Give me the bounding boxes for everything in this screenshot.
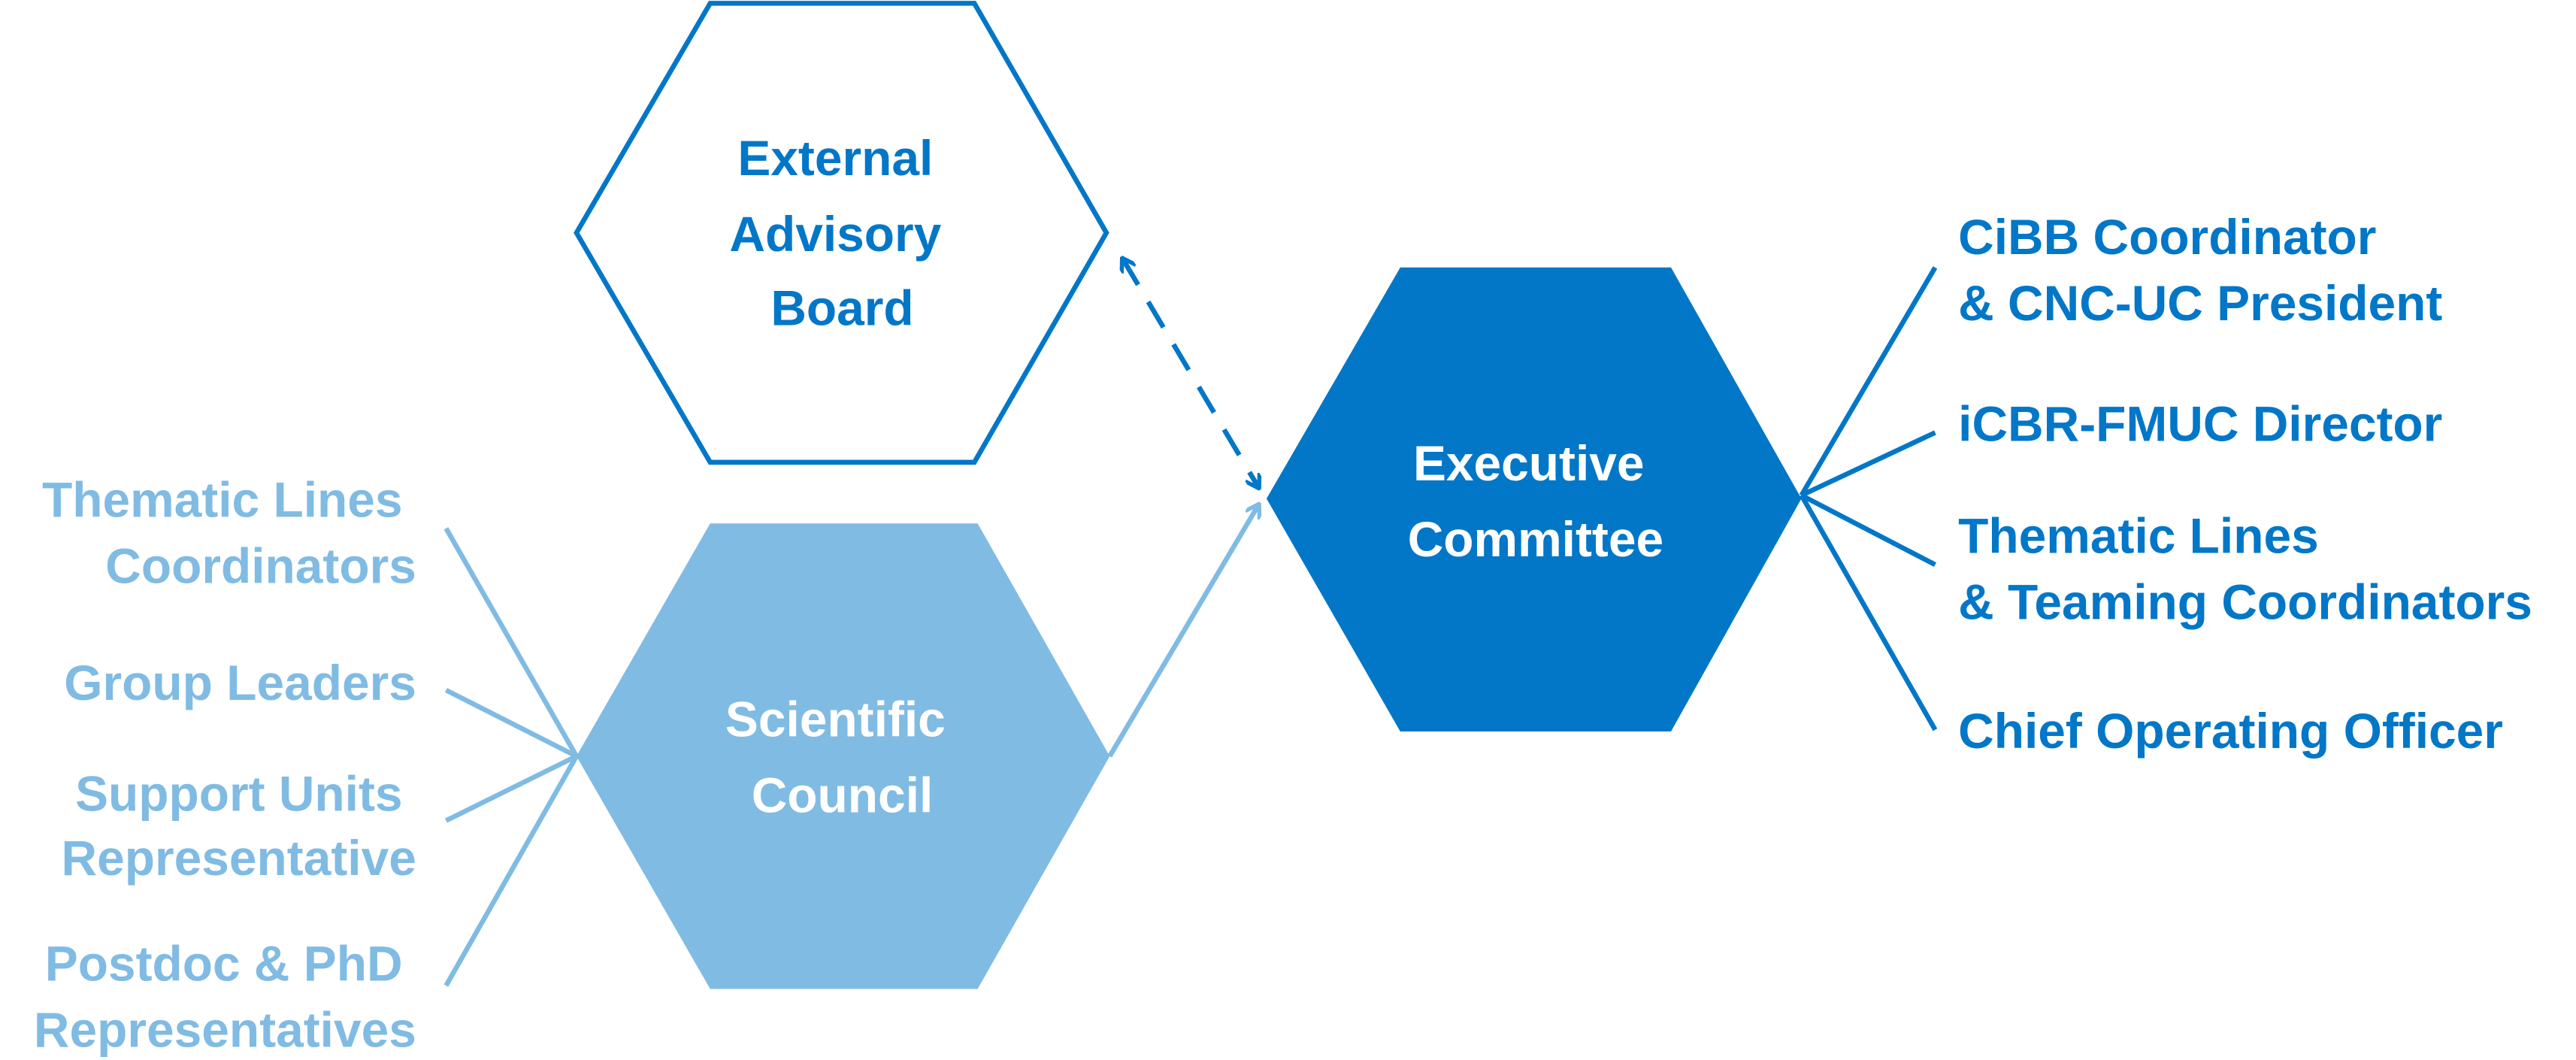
scientific-council-connectors (443, 527, 579, 987)
member-label-thematic-teaming: Thematic Lines & Teaming Coordinators (1958, 508, 2532, 630)
member-label-thematic-lines-coordinators: Thematic Lines Coordinators (42, 471, 416, 593)
member-label-icbr-director: iCBR-FMUC Director (1958, 395, 2442, 451)
member-label-coo: Chief Operating Officer (1958, 703, 2503, 759)
connector-line (1800, 430, 1936, 498)
connector-line (1800, 492, 1936, 568)
connector-line (443, 527, 579, 758)
member-label-group-leaders: Group Leaders (64, 655, 416, 710)
member-label-postdoc-phd: Postdoc & PhD Representatives (34, 936, 416, 1058)
scientific-council-hexagon (576, 523, 1110, 989)
council-to-executive-arrow (1107, 505, 1258, 758)
connector-line (444, 753, 578, 823)
member-label-cibb-coordinator: CiBB Coordinator & CNC-UC President (1958, 209, 2442, 331)
connector-line (1799, 494, 1938, 731)
connector-line (444, 688, 578, 759)
executive-committee-hexagon (1266, 267, 1802, 731)
connector-line (443, 755, 579, 987)
external-advisory-board-label: External Advisory Board (729, 130, 955, 336)
executive-committee-connectors (1799, 266, 1938, 731)
executive-committee-label: Executive Committee (1408, 435, 1663, 567)
advisory-executive-dashed-arrow (1123, 259, 1258, 487)
member-label-support-units: Support Units Representative (62, 765, 416, 886)
scientific-council-label: Scientific Council (725, 692, 959, 823)
external-advisory-board-hexagon (574, 1, 1109, 465)
connector-line (1799, 266, 1938, 497)
